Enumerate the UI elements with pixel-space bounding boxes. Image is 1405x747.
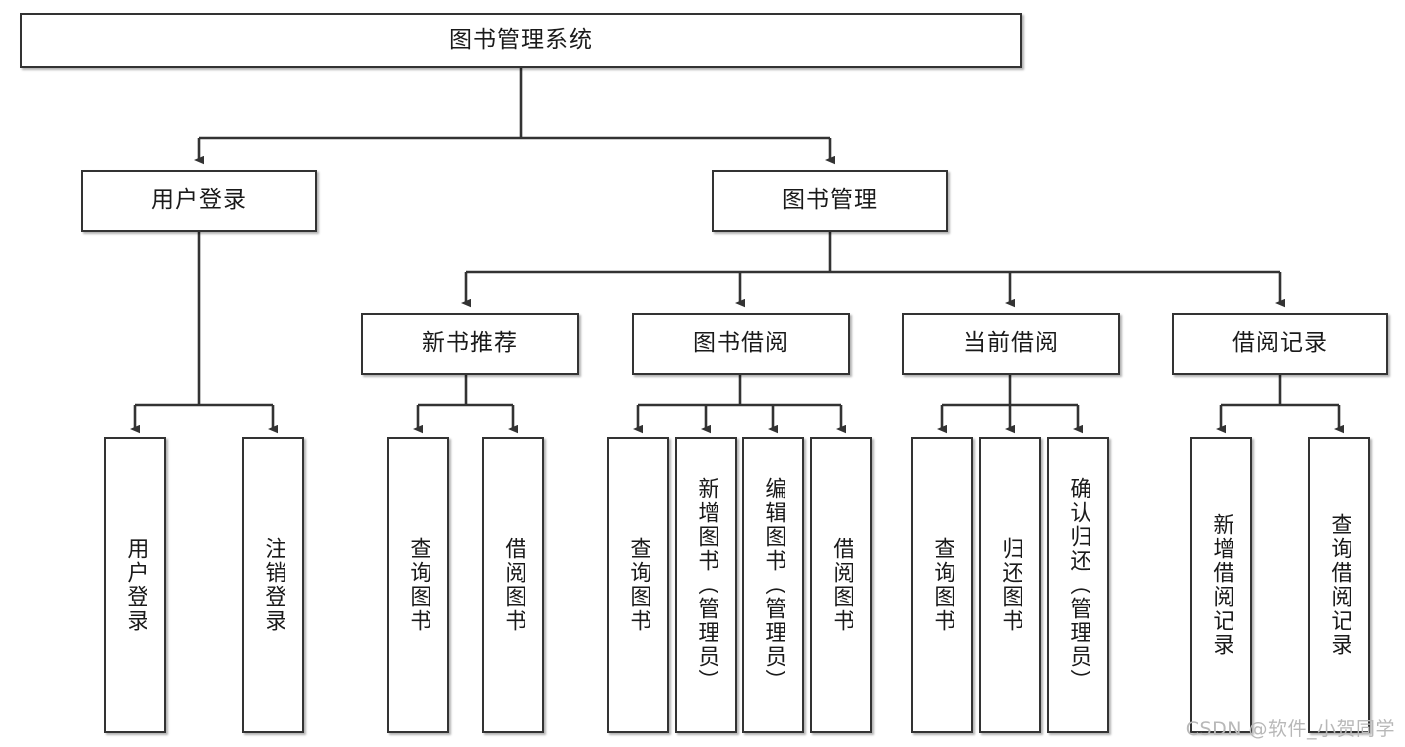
node-label: 当前借阅 xyxy=(963,330,1059,357)
leaf-borrow-book-1[interactable]: 借阅图书 xyxy=(482,437,544,733)
node-root-book-management-system[interactable]: 图书管理系统 xyxy=(20,13,1022,68)
node-label: 借阅图书 xyxy=(501,537,526,633)
leaf-query-borrow-record[interactable]: 查询借阅记录 xyxy=(1308,437,1370,733)
node-label: 确认归还（管理员） xyxy=(1066,477,1091,693)
node-label: 查询图书 xyxy=(626,537,651,633)
node-label: 编辑图书（管理员） xyxy=(761,477,786,693)
leaf-borrow-book-2[interactable]: 借阅图书 xyxy=(810,437,872,733)
node-current-borrow[interactable]: 当前借阅 xyxy=(902,313,1120,375)
leaf-edit-book[interactable]: 编辑图书（管理员） xyxy=(742,437,804,733)
node-label: 图书管理 xyxy=(782,187,878,214)
node-label: 查询图书 xyxy=(406,537,431,633)
leaf-query-book-3[interactable]: 查询图书 xyxy=(911,437,973,733)
leaf-user-login[interactable]: 用户登录 xyxy=(104,437,166,733)
node-label: 图书借阅 xyxy=(693,330,789,357)
node-label: 归还图书 xyxy=(998,537,1023,633)
node-book-borrow[interactable]: 图书借阅 xyxy=(632,313,850,375)
leaf-return-book[interactable]: 归还图书 xyxy=(979,437,1041,733)
leaf-logout-login[interactable]: 注销登录 xyxy=(242,437,304,733)
node-label: 查询图书 xyxy=(930,537,955,633)
leaf-add-borrow-record[interactable]: 新增借阅记录 xyxy=(1190,437,1252,733)
node-label: 借阅图书 xyxy=(829,537,854,633)
node-new-book-recommend[interactable]: 新书推荐 xyxy=(361,313,579,375)
node-label: 图书管理系统 xyxy=(449,26,593,53)
node-label: 查询借阅记录 xyxy=(1327,513,1352,657)
leaf-add-book[interactable]: 新增图书（管理员） xyxy=(675,437,737,733)
node-label: 新增图书（管理员） xyxy=(694,477,719,693)
leaf-query-book-1[interactable]: 查询图书 xyxy=(387,437,449,733)
node-book-management[interactable]: 图书管理 xyxy=(712,170,948,232)
node-label: 用户登录 xyxy=(123,537,148,633)
leaf-confirm-return[interactable]: 确认归还（管理员） xyxy=(1047,437,1109,733)
node-label: 新书推荐 xyxy=(422,330,518,357)
node-label: 注销登录 xyxy=(261,537,286,633)
node-label: 用户登录 xyxy=(151,187,247,214)
leaf-query-book-2[interactable]: 查询图书 xyxy=(607,437,669,733)
node-borrow-record[interactable]: 借阅记录 xyxy=(1172,313,1388,375)
node-user-login[interactable]: 用户登录 xyxy=(81,170,317,232)
node-label: 新增借阅记录 xyxy=(1209,513,1234,657)
node-label: 借阅记录 xyxy=(1232,330,1328,357)
csdn-watermark: CSDN @软件_小贺同学 xyxy=(1185,718,1395,740)
